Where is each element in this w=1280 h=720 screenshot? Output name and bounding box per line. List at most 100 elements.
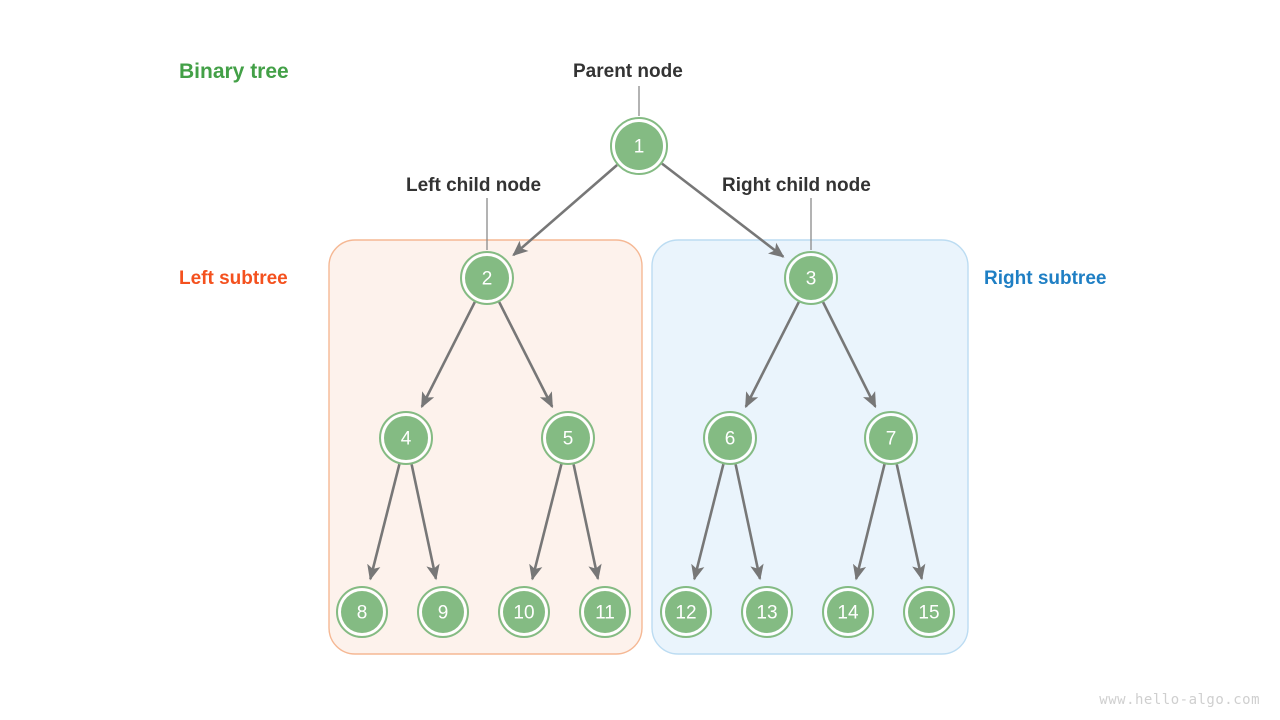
node-value-3: 3 — [806, 269, 817, 290]
node-outer-ring — [460, 251, 514, 305]
tree-edge-3-6 — [744, 301, 800, 409]
node-inner-ring — [500, 588, 548, 636]
node-outer-ring — [741, 586, 793, 638]
tree-edge-2-5 — [498, 301, 554, 409]
node-outer-ring — [903, 586, 955, 638]
node-value-10: 10 — [513, 603, 534, 624]
tree-node-2[interactable]: 2 — [460, 251, 514, 305]
node-outer-ring — [822, 586, 874, 638]
node-value-6: 6 — [725, 429, 736, 450]
node-value-15: 15 — [918, 603, 939, 624]
tree-edge-2-4 — [420, 301, 476, 409]
left-subtree-box — [328, 239, 643, 655]
node-value-11: 11 — [595, 603, 615, 624]
node-disc — [869, 416, 913, 460]
annotation-leader-lines — [486, 86, 812, 250]
tree-edge-4-9 — [410, 464, 440, 581]
tree-edge-7-15 — [895, 464, 926, 581]
node-disc — [546, 416, 590, 460]
subtree-regions — [328, 239, 969, 655]
node-inner-ring — [866, 413, 916, 463]
tree-node-10[interactable]: 10 — [498, 586, 550, 638]
tree-node-7[interactable]: 7 — [864, 411, 918, 465]
tree-node-9[interactable]: 9 — [417, 586, 469, 638]
node-value-14: 14 — [837, 603, 859, 624]
label-right-child-node: Right child node — [722, 175, 871, 196]
node-value-7: 7 — [886, 429, 897, 450]
node-disc — [665, 591, 707, 633]
tree-node-12[interactable]: 12 — [660, 586, 712, 638]
tree-node-1[interactable]: 1 — [610, 117, 668, 175]
tree-node-8[interactable]: 8 — [336, 586, 388, 638]
node-disc — [789, 256, 833, 300]
node-value-8: 8 — [357, 603, 368, 624]
tree-node-4[interactable]: 4 — [379, 411, 433, 465]
node-inner-ring — [338, 588, 386, 636]
label-parent-node: Parent node — [573, 61, 683, 82]
tree-node-14[interactable]: 14 — [822, 586, 874, 638]
tree-node-6[interactable]: 6 — [703, 411, 757, 465]
node-inner-ring — [786, 253, 836, 303]
node-outer-ring — [784, 251, 838, 305]
node-outer-ring — [660, 586, 712, 638]
tree-edge-3-7 — [821, 301, 877, 409]
node-disc — [908, 591, 950, 633]
tree-node-15[interactable]: 15 — [903, 586, 955, 638]
tree-node-11[interactable]: 11 — [579, 586, 631, 638]
right-subtree-box — [651, 239, 969, 655]
node-value-5: 5 — [563, 429, 574, 450]
label-right-subtree: Right subtree — [984, 268, 1107, 289]
node-outer-ring — [610, 117, 668, 175]
tree-edge-1-2 — [512, 164, 618, 257]
tree-edge-6-13 — [734, 464, 764, 581]
node-disc — [465, 256, 509, 300]
node-disc — [422, 591, 464, 633]
node-disc — [746, 591, 788, 633]
node-outer-ring — [417, 586, 469, 638]
tree-edge-7-14 — [852, 463, 886, 581]
node-inner-ring — [905, 588, 953, 636]
node-outer-ring — [864, 411, 918, 465]
node-disc — [615, 122, 663, 170]
node-value-1: 1 — [634, 137, 645, 158]
node-inner-ring — [662, 588, 710, 636]
node-value-2: 2 — [482, 269, 493, 290]
node-disc — [827, 591, 869, 633]
node-inner-ring — [381, 413, 431, 463]
node-disc — [708, 416, 752, 460]
node-outer-ring — [541, 411, 595, 465]
tree-edge-6-12 — [691, 463, 725, 581]
node-outer-ring — [336, 586, 388, 638]
node-value-13: 13 — [756, 603, 777, 624]
node-inner-ring — [743, 588, 791, 636]
node-inner-ring — [612, 119, 666, 173]
node-disc — [341, 591, 383, 633]
tree-edge-1-3 — [661, 162, 785, 258]
node-outer-ring — [498, 586, 550, 638]
node-disc — [384, 416, 428, 460]
node-value-9: 9 — [438, 603, 449, 624]
tree-edge-4-8 — [367, 463, 401, 581]
node-value-4: 4 — [401, 429, 412, 450]
tree-node-3[interactable]: 3 — [784, 251, 838, 305]
node-inner-ring — [824, 588, 872, 636]
node-disc — [584, 591, 626, 633]
node-outer-ring — [379, 411, 433, 465]
node-inner-ring — [581, 588, 629, 636]
label-title: Binary tree — [179, 60, 289, 83]
node-value-12: 12 — [675, 603, 696, 624]
label-left-subtree: Left subtree — [179, 268, 288, 289]
tree-edge-5-10 — [529, 463, 563, 581]
node-inner-ring — [705, 413, 755, 463]
tree-edge-5-11 — [572, 464, 602, 581]
tree-node-13[interactable]: 13 — [741, 586, 793, 638]
node-disc — [503, 591, 545, 633]
label-left-child-node: Left child node — [406, 175, 542, 196]
watermark: www.hello-algo.com — [1099, 692, 1260, 708]
node-inner-ring — [543, 413, 593, 463]
tree-node-5[interactable]: 5 — [541, 411, 595, 465]
node-outer-ring — [579, 586, 631, 638]
